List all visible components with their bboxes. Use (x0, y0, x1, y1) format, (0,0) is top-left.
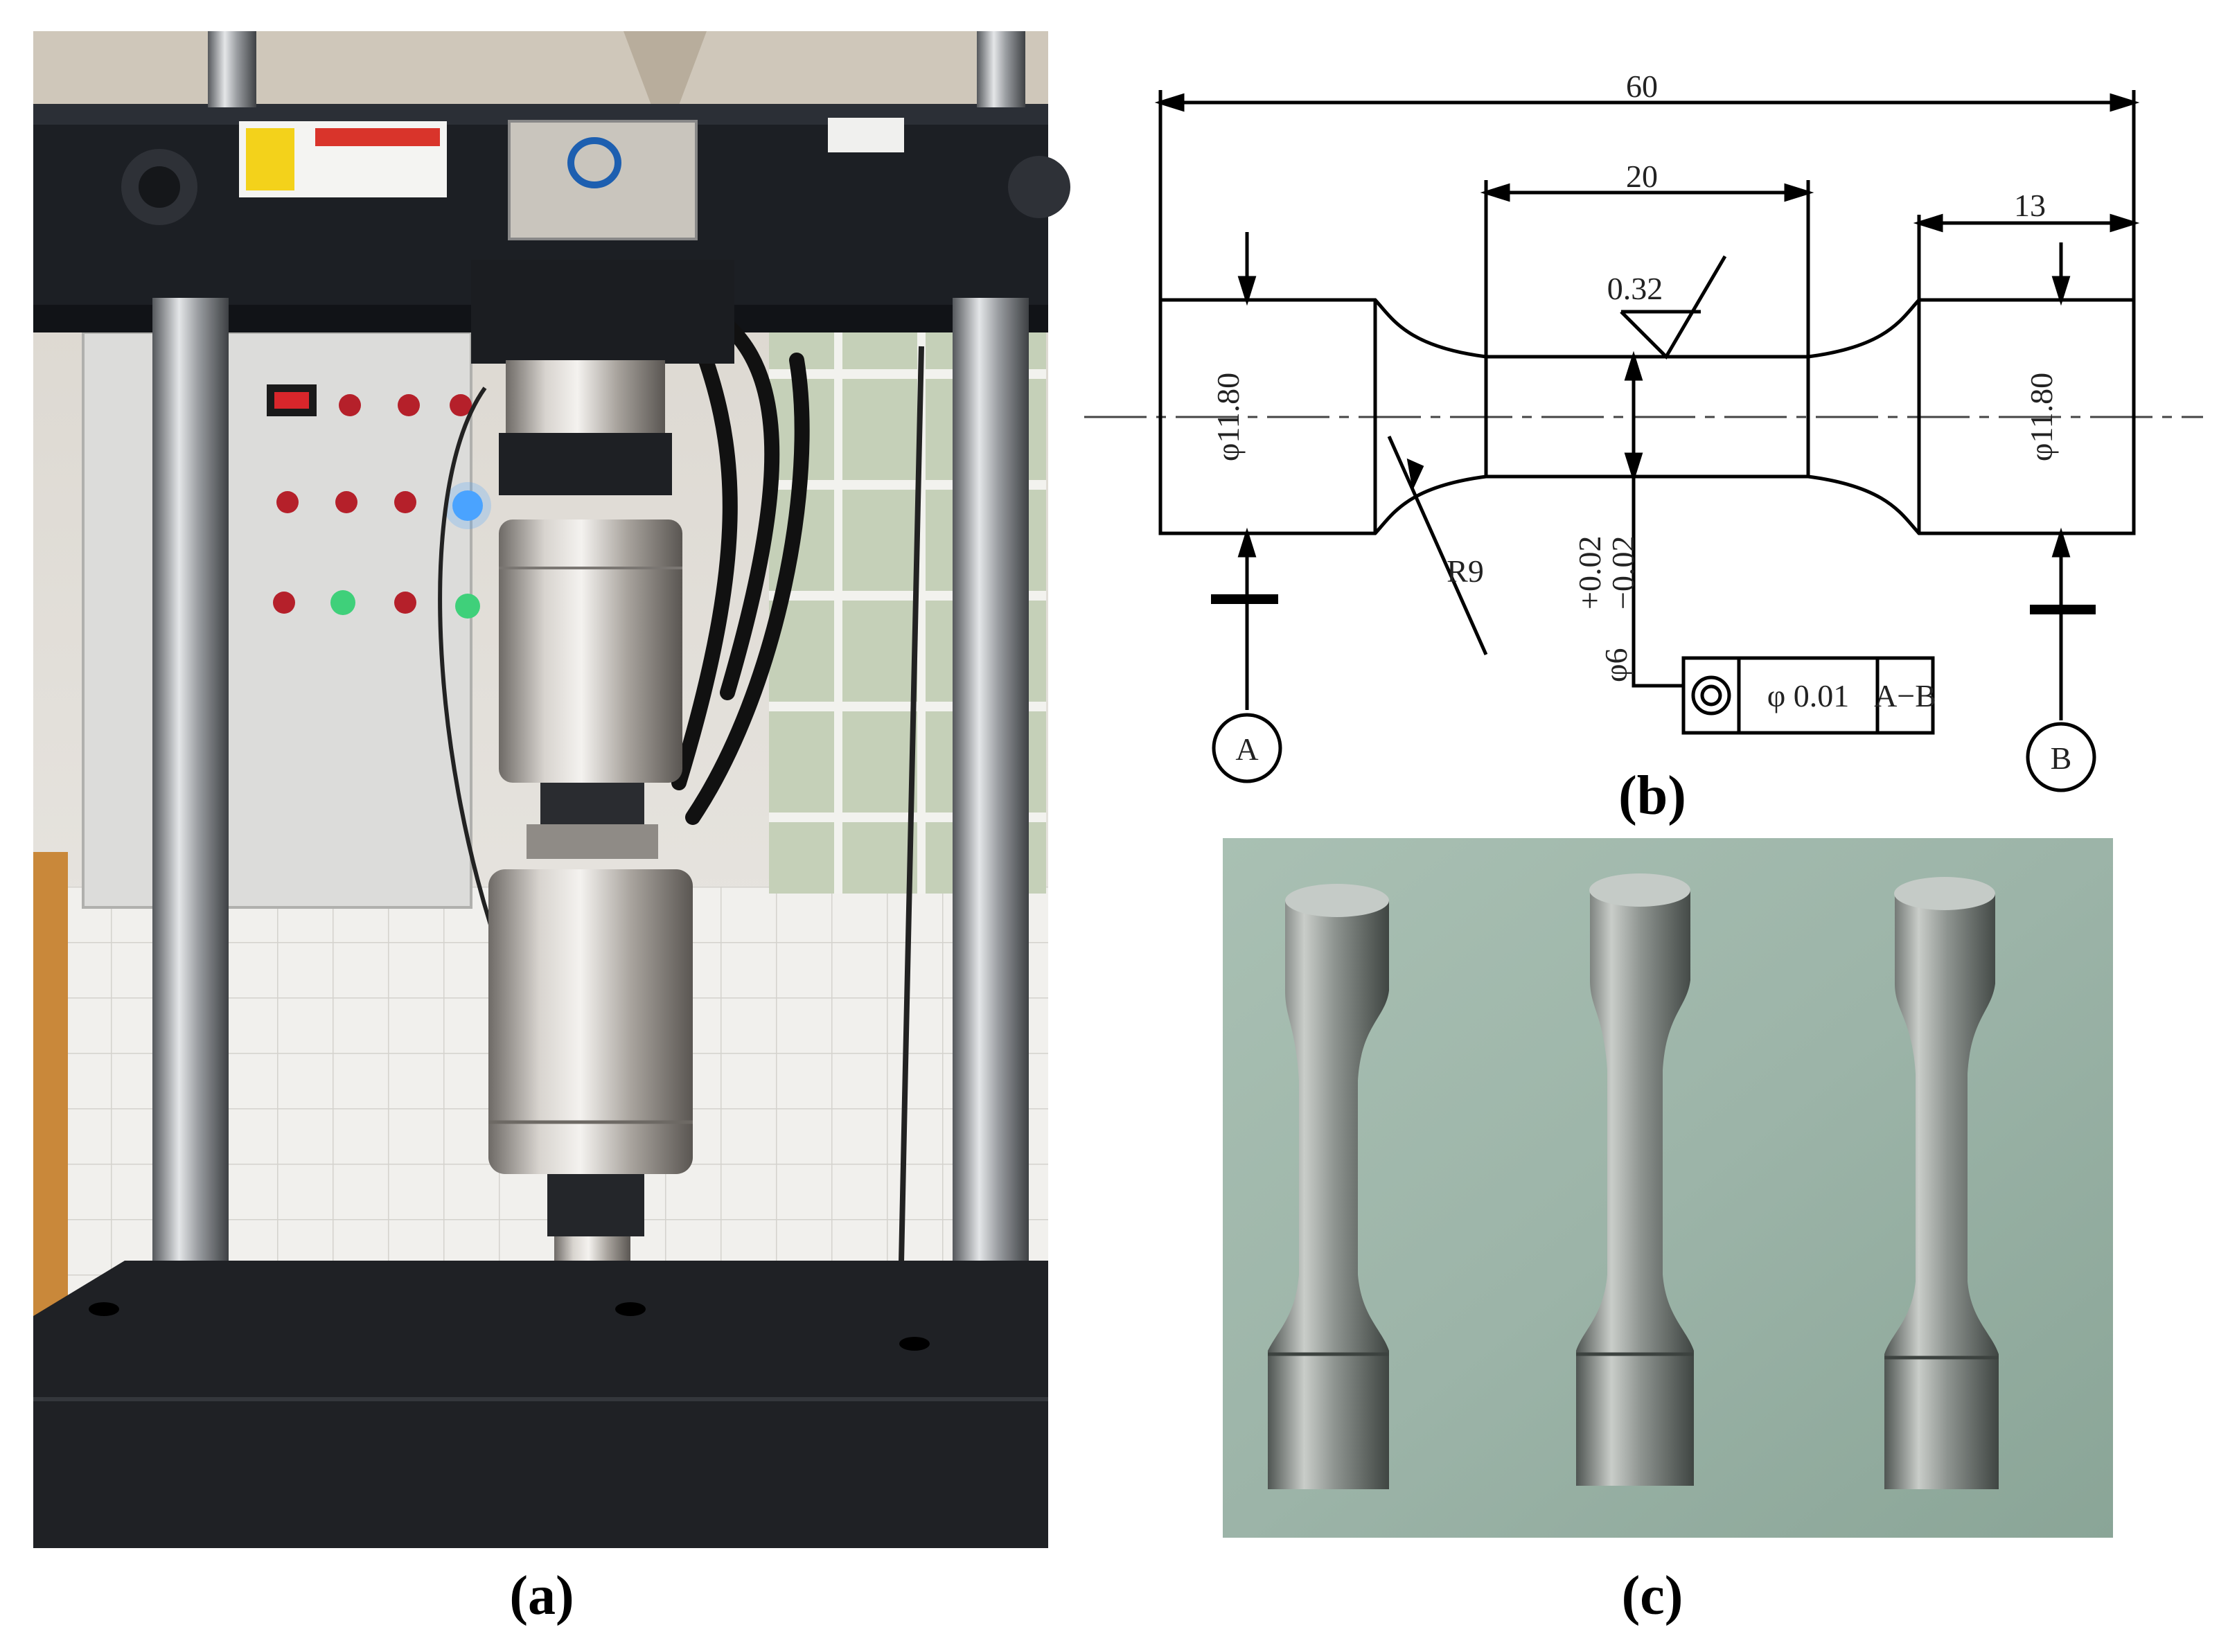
dimension-gauge-diameter (1624, 350, 1683, 688)
dimension-grip-diameter-right (2030, 242, 2096, 720)
roughness-symbol (1620, 255, 1727, 360)
datum-circle-b (2026, 722, 2096, 792)
label-datum-ref: A−B (1874, 678, 1936, 713)
datum-circle-a (1212, 713, 1282, 783)
panel-b-text: 60 20 13 0.32 R9 φ11.80 φ11.80 φ6 +0.02 … (1210, 69, 2071, 776)
specimen-outline (1158, 298, 2136, 535)
label-gauge-diameter: φ6 (1598, 648, 1634, 682)
panel-a-photo (33, 31, 1070, 1548)
actuator-assembly (471, 260, 734, 1340)
panel-label-a: (a) (509, 1565, 574, 1626)
label-concentricity-value: φ 0.01 (1767, 678, 1850, 713)
label-fillet-radius: R9 (1447, 553, 1484, 589)
dimension-gauge-length (1480, 180, 1814, 357)
panel-label-b: (b) (1618, 765, 1686, 826)
label-datum-a: A (1235, 731, 1258, 767)
label-grip-diameter-right: φ11.80 (2024, 373, 2059, 461)
fillet-leader (1387, 435, 1488, 656)
panel-c-photo (1223, 838, 2113, 1538)
panel-label-c: (c) (1622, 1565, 1683, 1626)
sensor-cable (438, 387, 508, 971)
dimension-overall-length (1154, 90, 2140, 300)
concentricity-frame (1681, 656, 1935, 735)
machine-columns (152, 31, 1029, 1351)
machine-base (33, 1261, 1048, 1548)
specimen-1 (1268, 884, 1389, 1489)
specimen-3 (1884, 877, 1999, 1489)
hoses (671, 318, 810, 825)
label-roughness: 0.32 (1607, 271, 1663, 306)
label-datum-b: B (2051, 740, 2072, 776)
label-gauge-length: 20 (1626, 159, 1658, 194)
label-tolerance-upper: +0.02 (1572, 536, 1607, 610)
label-tolerance-lower: −0.02 (1605, 536, 1641, 610)
dimension-grip-length (1913, 213, 2140, 300)
cabinet-buttons (273, 394, 491, 619)
specimen-2 (1576, 873, 1694, 1486)
label-grip-diameter-left: φ11.80 (1210, 373, 1246, 461)
dimension-grip-diameter-left (1211, 232, 1278, 710)
control-cabinet (82, 331, 491, 909)
panel-b-drawing (1084, 90, 2203, 792)
label-overall-length: 60 (1626, 69, 1658, 104)
label-grip-length: 13 (2014, 188, 2046, 223)
power-cable (898, 346, 924, 1296)
